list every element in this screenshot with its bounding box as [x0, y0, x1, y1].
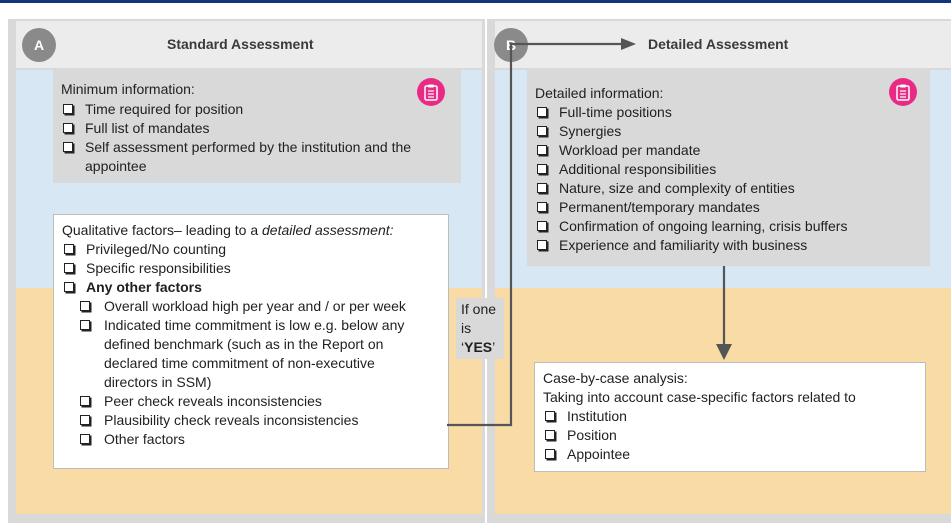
case-by-case-heading: Case-by-case analysis:	[543, 370, 688, 386]
case-by-case-subheading: Taking into account case-specific factor…	[543, 389, 856, 405]
list-item: Experience and familiarity with business	[535, 236, 920, 255]
checkbox-icon	[537, 164, 547, 174]
list-item: Full-time positions	[535, 103, 920, 122]
list-item: Confirmation of ongoing learning, crisis…	[535, 217, 920, 236]
qualitative-factors-list: Privileged/No counting Specific responsi…	[62, 240, 442, 449]
list-item: Permanent/temporary mandates	[535, 198, 920, 217]
checkbox-icon	[63, 123, 73, 133]
checkbox-icon	[537, 107, 547, 117]
detailed-information-heading: Detailed information:	[535, 85, 664, 101]
list-item: Additional responsibilities	[535, 160, 920, 179]
checkbox-icon	[545, 430, 555, 440]
list-item: Institution	[543, 407, 913, 426]
panel-b-title: Detailed Assessment	[648, 36, 789, 52]
any-other-factors-sublist: Overall workload high per year and / or …	[78, 297, 418, 449]
list-item: Nature, size and complexity of entities	[535, 179, 920, 198]
checkbox-icon	[537, 126, 547, 136]
clipboard-icon	[889, 78, 917, 106]
checkbox-icon	[64, 282, 74, 292]
top-accent-line	[0, 0, 951, 3]
checkbox-icon	[545, 449, 555, 459]
list-item: Time required for position	[61, 100, 439, 119]
list-item: Full list of mandates	[61, 119, 439, 138]
checkbox-icon	[64, 244, 74, 254]
list-item: Any other factors Overall workload high …	[62, 278, 442, 449]
minimum-information-box: Minimum information: Time required for p…	[53, 70, 461, 183]
escalation-arrowhead	[621, 38, 636, 50]
list-item: Other factors	[78, 430, 418, 449]
checkbox-icon	[537, 202, 547, 212]
badge-a: A	[22, 28, 56, 62]
list-item: Specific responsibilities	[62, 259, 442, 278]
checkbox-icon	[63, 104, 73, 114]
list-item: Indicated time commitment is low e.g. be…	[78, 316, 418, 392]
list-item: Appointee	[543, 445, 913, 464]
checkbox-icon	[537, 240, 547, 250]
checkbox-icon	[80, 301, 90, 311]
list-item: Privileged/No counting	[62, 240, 442, 259]
checkbox-icon	[537, 183, 547, 193]
detailed-information-box: Detailed information: Full-time position…	[527, 70, 930, 266]
if-one-is-yes-label: If one is ‘YES’	[456, 298, 504, 359]
case-by-case-box: Case-by-case analysis: Taking into accou…	[534, 362, 926, 472]
minimum-information-list: Time required for position Full list of …	[61, 100, 439, 176]
minimum-information-heading: Minimum information:	[61, 81, 195, 97]
qualitative-factors-heading: Qualitative factors– leading to a detail…	[62, 222, 394, 238]
checkbox-icon	[537, 221, 547, 231]
list-item: Workload per mandate	[535, 141, 920, 160]
list-item: Self assessment performed by the institu…	[61, 138, 439, 176]
checkbox-icon	[80, 320, 90, 330]
checkbox-icon	[64, 263, 74, 273]
checkbox-icon	[80, 396, 90, 406]
checkbox-icon	[545, 411, 555, 421]
case-by-case-list: Institution Position Appointee	[543, 407, 913, 464]
list-item: Synergies	[535, 122, 920, 141]
list-item: Overall workload high per year and / or …	[78, 297, 418, 316]
checkbox-icon	[63, 142, 73, 152]
list-item: Position	[543, 426, 913, 445]
qualitative-factors-box: Qualitative factors– leading to a detail…	[53, 214, 449, 469]
checkbox-icon	[537, 145, 547, 155]
detailed-information-list: Full-time positions Synergies Workload p…	[535, 103, 920, 255]
panel-a-title: Standard Assessment	[167, 36, 314, 52]
escalation-arrow	[447, 42, 629, 427]
checkbox-icon	[80, 434, 90, 444]
list-item: Plausibility check reveals inconsistenci…	[78, 411, 418, 430]
clipboard-icon	[417, 78, 445, 106]
list-item: Peer check reveals inconsistencies	[78, 392, 418, 411]
any-other-factors-label: Any other factors	[86, 279, 202, 295]
detailed-to-case-arrowhead	[716, 344, 732, 360]
panel-a-header	[16, 21, 482, 68]
checkbox-icon	[80, 415, 90, 425]
